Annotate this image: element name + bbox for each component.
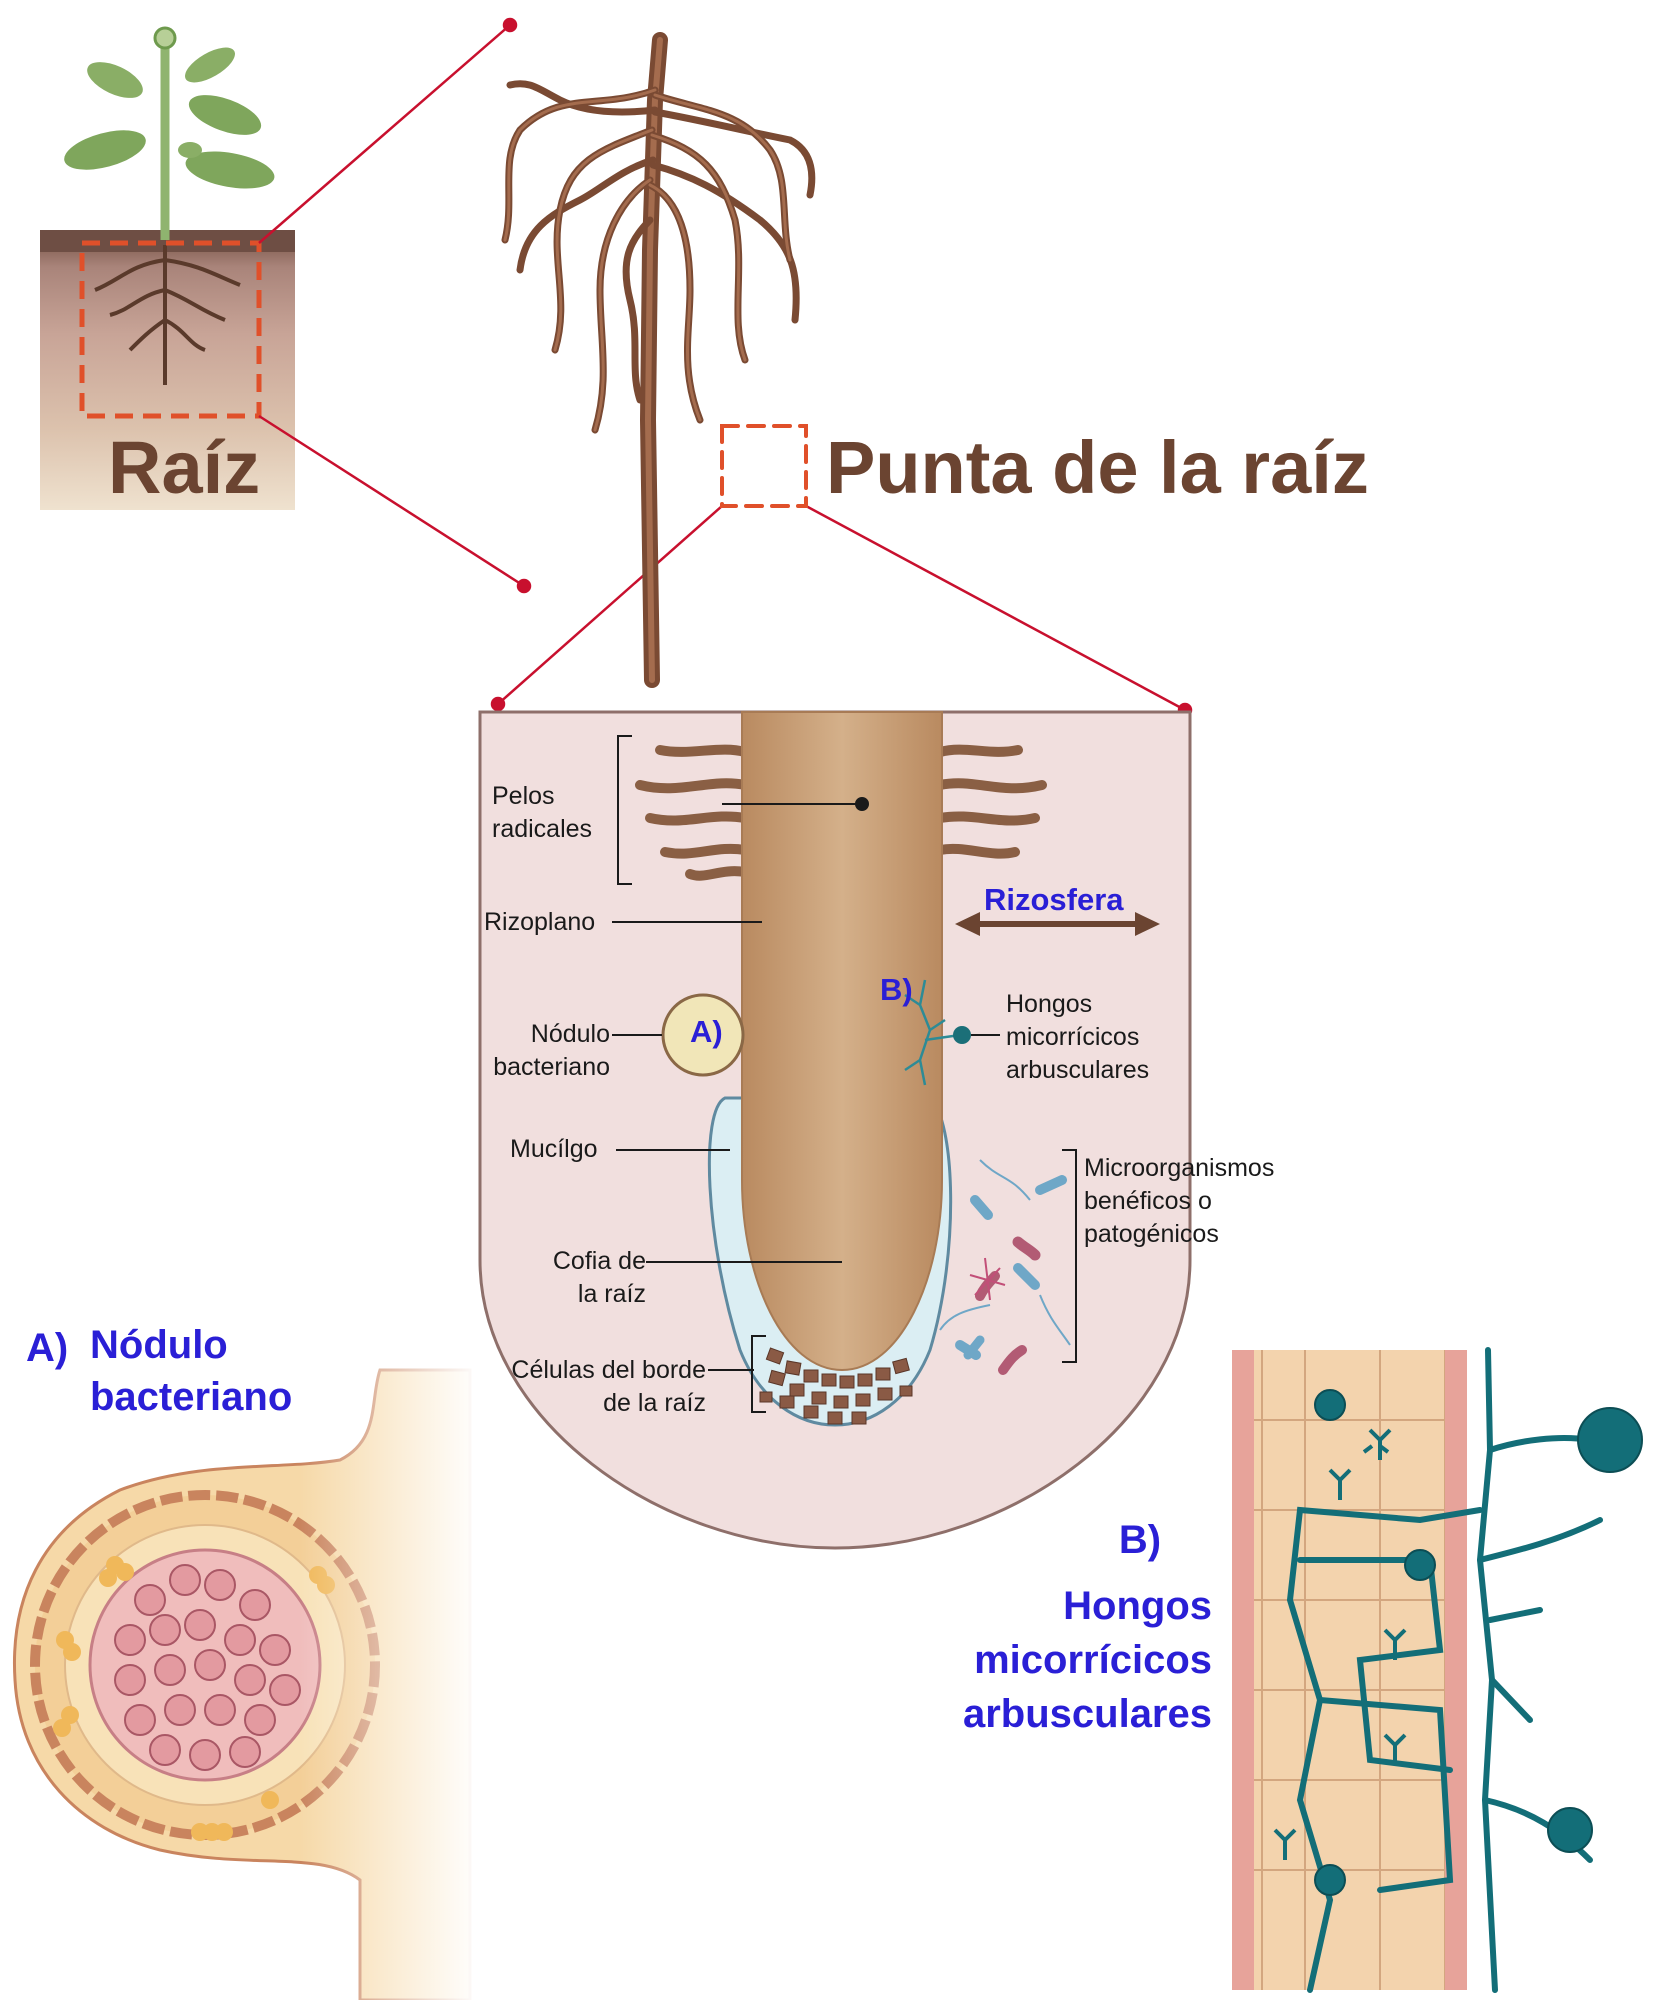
cofia-label-line2: la raíz — [577, 1280, 646, 1308]
celulas-label-line1: Células del borde — [511, 1356, 706, 1384]
cofia-label-line1: Cofia de — [552, 1247, 646, 1275]
nodulo-label-line2: bacteriano — [493, 1053, 610, 1081]
punta-title: Punta de la raíz — [826, 426, 1369, 509]
fungi-marker-b: B) — [880, 972, 913, 1007]
zoom-lines — [258, 17, 1193, 718]
nodule-marker-a: A) — [690, 1014, 723, 1049]
celulas-label-line2: de la raíz — [603, 1389, 706, 1417]
panel-b-title-line3: arbusculares — [962, 1692, 1212, 1736]
hongos-label-line1: Hongos — [1006, 990, 1093, 1018]
plant-soil-illustration — [40, 26, 295, 510]
micro-label-line2: benéficos o — [1084, 1187, 1212, 1215]
panel-a-title-line2: bacteriano — [90, 1375, 293, 1419]
raiz-title: Raíz — [108, 426, 261, 509]
pelos-label-line2: radicales — [492, 815, 593, 843]
panel-b-title-line2: micorrícicos — [974, 1638, 1212, 1682]
micro-label-line3: patogénicos — [1084, 1220, 1219, 1248]
panel-a-letter: A) — [26, 1326, 69, 1370]
pelos-label-line1: Pelos — [492, 782, 555, 810]
mycorrhiza-tissue — [1232, 1347, 1643, 1993]
panel-a-title-line1: Nódulo — [90, 1323, 228, 1367]
mucilgo-label: Mucílgo — [510, 1135, 598, 1163]
nodulo-label-line1: Nódulo — [530, 1020, 610, 1048]
nodule-cross-section — [12, 1360, 480, 2000]
root-system — [501, 32, 816, 688]
hongos-label-line3: arbusculares — [1006, 1056, 1150, 1084]
rizosfera-label: Rizosfera — [984, 882, 1124, 917]
root-tip-panel — [478, 710, 1192, 1550]
panel-b-title-line1: Hongos — [1063, 1584, 1212, 1628]
rizoplano-label: Rizoplano — [484, 908, 596, 936]
hongos-label-line2: micorrícicos — [1006, 1023, 1140, 1051]
micro-label-line1: Microorganismos — [1084, 1154, 1275, 1182]
panel-b-letter: B) — [1118, 1518, 1162, 1562]
